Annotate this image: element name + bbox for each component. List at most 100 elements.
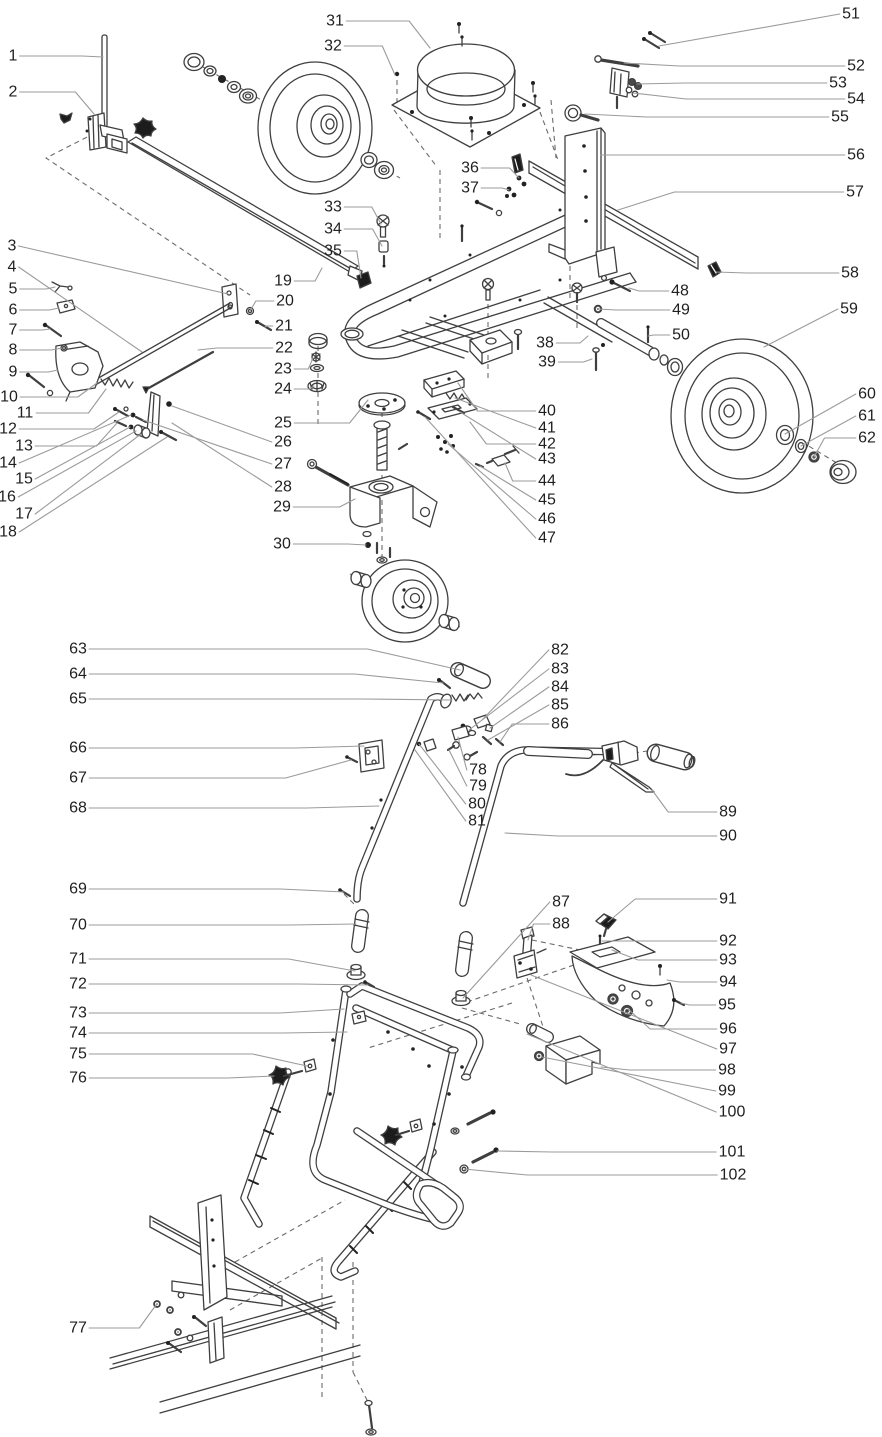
leader-line-90 [504,832,718,837]
callout-label-95: 95 [718,997,736,1014]
callout-label-35: 35 [324,243,342,260]
leader-line-57 [617,191,845,211]
callout-label-80: 80 [468,796,486,813]
callout-label-75: 75 [69,1046,87,1063]
callout-label-87: 87 [552,894,570,911]
right-wheel-art [670,338,857,494]
left-wheel-art [257,61,373,195]
callout-label-92: 92 [719,933,737,950]
left-handle-art [338,692,452,989]
callout-label-79: 79 [469,778,487,795]
wheel-bearing-parts-art [183,52,395,180]
callout-label-49: 49 [672,302,690,319]
callout-label-20: 20 [276,293,294,310]
right-handle-art [451,740,696,1007]
leader-line-25 [293,399,369,424]
callout-label-93: 93 [719,952,737,969]
leader-line-79 [448,749,468,787]
callout-label-16: 16 [0,489,16,506]
leader-line-17 [34,433,142,515]
leader-line-52 [623,62,846,67]
leader-line-1 [19,55,104,58]
leader-line-47 [424,416,537,539]
leader-line-64 [88,673,444,684]
callout-label-72: 72 [69,976,87,993]
leader-line-23 [293,357,314,370]
callout-label-5: 5 [9,281,18,298]
callout-label-73: 73 [69,1005,87,1022]
leader-line-70 [88,923,357,926]
latch-parts-art [564,31,667,122]
leader-line-76 [88,1075,275,1079]
callout-label-32: 32 [324,38,342,55]
leader-line-59 [763,308,839,348]
callout-label-65: 65 [69,691,87,708]
trigger-parts-art [446,692,505,761]
leader-line-87 [462,901,551,999]
leader-line-89 [651,789,718,813]
leader-line-69 [88,888,345,893]
callout-label-89: 89 [719,804,737,821]
leader-line-50 [647,334,671,337]
leader-line-27 [142,419,273,465]
callout-label-23: 23 [274,361,292,378]
leader-line-26 [171,405,273,443]
leader-line-75 [88,1053,308,1067]
leader-line-10 [19,382,98,398]
callout-label-99: 99 [718,1083,736,1100]
callout-label-21: 21 [275,318,293,335]
callout-label-55: 55 [831,109,849,126]
sensor-plate-parts-art [416,370,520,469]
leader-line-91 [607,898,718,923]
caster-wheel-art [350,559,460,643]
leader-line-84 [489,686,550,729]
leader-line-32 [343,45,396,76]
leader-line-96 [627,1008,718,1030]
leader-line-81 [414,749,467,822]
leader-line-63 [88,648,461,671]
callout-label-14: 14 [0,455,17,472]
leader-line-34 [343,228,383,247]
callout-label-15: 15 [15,471,33,488]
callout-label-37: 37 [461,180,479,197]
callout-label-81: 81 [468,813,486,830]
callout-label-74: 74 [69,1025,87,1042]
leader-line-58 [715,271,840,274]
callout-label-66: 66 [69,740,87,757]
callout-label-11: 11 [17,405,34,422]
callout-label-90: 90 [719,828,737,845]
callout-label-7: 7 [9,322,18,339]
callout-label-57: 57 [846,184,864,201]
leader-line-62 [813,437,857,458]
swivel-stack-art [307,332,409,471]
callout-label-42: 42 [538,436,556,453]
leader-line-15 [34,426,131,480]
callout-label-101: 101 [719,1144,746,1161]
leader-line-72 [88,983,369,986]
leader-line-46 [447,443,537,520]
leader-line-29 [292,498,356,508]
leader-line-11 [35,388,107,414]
callout-label-38: 38 [536,335,554,352]
leader-line-65 [88,698,453,701]
leader-line-55 [584,113,830,118]
callout-label-64: 64 [69,666,87,683]
leader-line-51 [658,13,841,47]
leader-line-36 [480,167,520,179]
callout-label-68: 68 [69,800,87,817]
callout-label-102: 102 [720,1167,747,1184]
callout-label-24: 24 [274,381,292,398]
trigger-rod-art [94,301,234,394]
callout-label-43: 43 [538,451,556,468]
leader-line-73 [88,1008,345,1014]
callout-label-62: 62 [858,430,876,447]
leader-line-100 [526,1033,717,1113]
leader-line-40 [457,382,537,412]
callout-label-31: 31 [326,13,344,30]
leader-line-82 [481,649,550,721]
callout-label-13: 13 [15,438,33,455]
leader-line-99 [541,1056,717,1092]
leader-line-43 [459,411,537,460]
callout-label-18: 18 [0,524,17,541]
leader-line-45 [479,465,537,501]
